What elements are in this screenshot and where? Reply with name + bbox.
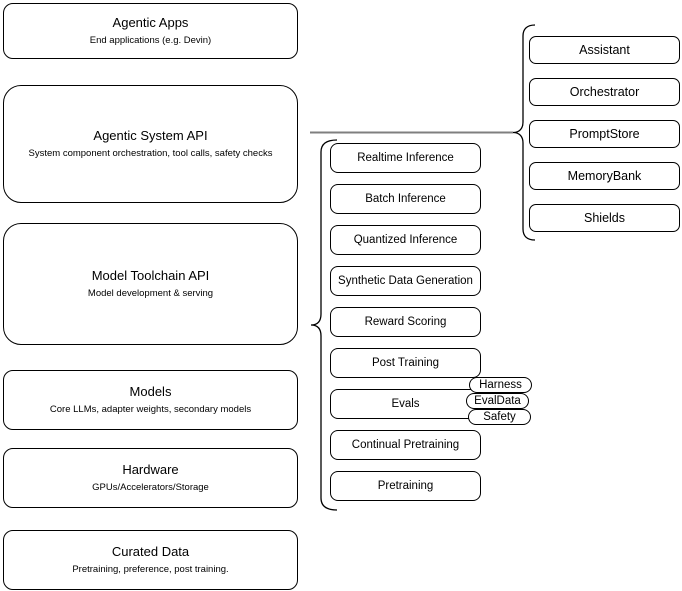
box-title: Agentic System API <box>93 128 208 143</box>
box-title: Hardware <box>122 462 179 477</box>
box-title: Agentic Apps <box>112 15 189 30</box>
stack-box-curated-data: Curated Data Pretraining, preference, po… <box>3 530 298 590</box>
box-subtitle: End applications (e.g. Devin) <box>89 35 212 46</box>
toolchain-item-evals: Evals <box>330 389 481 419</box>
toolchain-brace <box>310 139 338 511</box>
stack-box-model-toolchain-api: Model Toolchain API Model development & … <box>3 223 298 345</box>
box-subtitle: Pretraining, preference, post training. <box>72 564 229 575</box>
box-subtitle: System component orchestration, tool cal… <box>28 148 273 159</box>
evals-badge-evaldata: EvalData <box>466 393 529 409</box>
stack-box-agentic-apps: Agentic Apps End applications (e.g. Devi… <box>3 3 298 59</box>
box-subtitle: Model development & serving <box>87 288 214 299</box>
box-title: Model Toolchain API <box>91 268 210 283</box>
system-component-memorybank: MemoryBank <box>529 162 680 190</box>
toolchain-item-pretraining: Pretraining <box>330 471 481 501</box>
box-title: Models <box>129 384 172 399</box>
toolchain-item-reward-scoring: Reward Scoring <box>330 307 481 337</box>
stack-box-hardware: Hardware GPUs/Accelerators/Storage <box>3 448 298 508</box>
toolchain-item-post-training: Post Training <box>330 348 481 378</box>
box-subtitle: GPUs/Accelerators/Storage <box>92 482 209 493</box>
toolchain-item-realtime-inference: Realtime Inference <box>330 143 481 173</box>
box-subtitle: Core LLMs, adapter weights, secondary mo… <box>49 404 252 415</box>
system-component-promptstore: PromptStore <box>529 120 680 148</box>
system-component-shields: Shields <box>529 204 680 232</box>
stack-box-models: Models Core LLMs, adapter weights, secon… <box>3 370 298 430</box>
evals-badge-safety: Safety <box>468 409 531 425</box>
toolchain-item-synthetic-data-generation: Synthetic Data Generation <box>330 266 481 296</box>
system-component-assistant: Assistant <box>529 36 680 64</box>
toolchain-item-quantized-inference: Quantized Inference <box>330 225 481 255</box>
stack-box-agentic-system-api: Agentic System API System component orch… <box>3 85 298 203</box>
toolchain-item-continual-pretraining: Continual Pretraining <box>330 430 481 460</box>
toolchain-item-batch-inference: Batch Inference <box>330 184 481 214</box>
system-component-orchestrator: Orchestrator <box>529 78 680 106</box>
box-title: Curated Data <box>111 544 190 559</box>
evals-badge-harness: Harness <box>469 377 532 393</box>
system-brace <box>512 24 536 241</box>
